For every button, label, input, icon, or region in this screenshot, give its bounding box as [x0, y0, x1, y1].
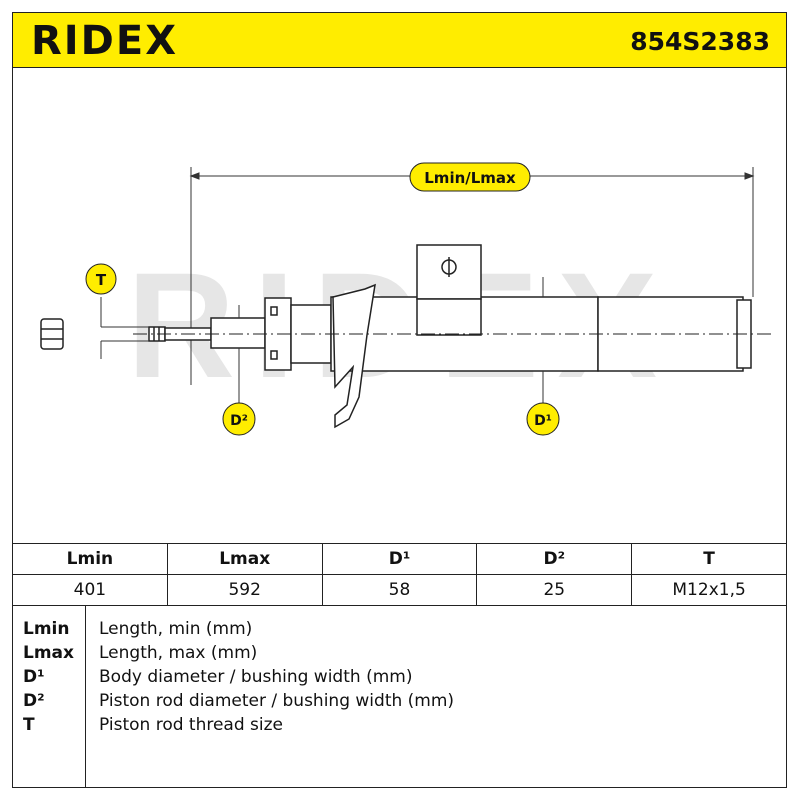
header-d1: D¹ [321, 543, 478, 575]
legend-row: D² Piston rod diameter / bushing width (… [13, 691, 788, 715]
rod-diameter-badge: D² [222, 402, 256, 436]
technical-drawing: RIDEX Lmin/Lmax [12, 67, 787, 545]
legend-row: Lmin Length, min (mm) [13, 619, 788, 643]
specs-header-row: Lmin Lmax D¹ D² T [12, 543, 787, 575]
legend-row: D¹ Body diameter / bushing width (mm) [13, 667, 788, 691]
value-d1: 58 [321, 574, 478, 606]
rod-diameter-label: D² [230, 413, 248, 429]
length-label: Lmin/Lmax [424, 169, 516, 187]
legend-row: Lmax Length, max (mm) [13, 643, 788, 667]
header-t: T [631, 543, 787, 575]
legend-row: T Piston rod thread size [13, 715, 788, 739]
legend-divider [85, 605, 86, 788]
value-lmin: 401 [12, 574, 168, 606]
thread-label-badge: T [85, 263, 117, 295]
legend-key: T [23, 715, 35, 735]
shock-absorber-diagram: RIDEX Lmin/Lmax [40, 162, 773, 436]
specs-table: Lmin Lmax D¹ D² T 401 592 58 25 M12x1,5 [12, 543, 787, 606]
legend-key: Lmin [23, 619, 70, 639]
thread-label: T [96, 271, 107, 289]
part-number: 854S2383 [630, 27, 770, 56]
legend-key: D² [23, 691, 45, 711]
header-d2: D² [476, 543, 633, 575]
value-t: M12x1,5 [631, 574, 787, 606]
legend-desc: Length, min (mm) [99, 619, 253, 639]
value-d2: 25 [476, 574, 633, 606]
legend-key: Lmax [23, 643, 74, 663]
legend-desc: Body diameter / bushing width (mm) [99, 667, 413, 687]
shock-body [40, 244, 773, 429]
legend-desc: Piston rod thread size [99, 715, 284, 735]
brand-logo: RIDEX [31, 18, 179, 64]
legend-desc: Piston rod diameter / bushing width (mm) [99, 691, 455, 711]
legend: Lmin Length, min (mm) Lmax Length, max (… [12, 605, 787, 788]
body-diameter-label: D¹ [534, 413, 552, 429]
header-lmax: Lmax [166, 543, 323, 575]
length-label-badge: Lmin/Lmax [409, 162, 531, 192]
specs-value-row: 401 592 58 25 M12x1,5 [12, 574, 787, 606]
body-diameter-badge: D¹ [526, 402, 560, 436]
header-lmin: Lmin [12, 543, 168, 575]
thread-dimension [100, 297, 149, 359]
legend-key: D¹ [23, 667, 45, 687]
header-bar: RIDEX 854S2383 [12, 12, 787, 68]
value-lmax: 592 [166, 574, 323, 606]
legend-desc: Length, max (mm) [99, 643, 258, 663]
